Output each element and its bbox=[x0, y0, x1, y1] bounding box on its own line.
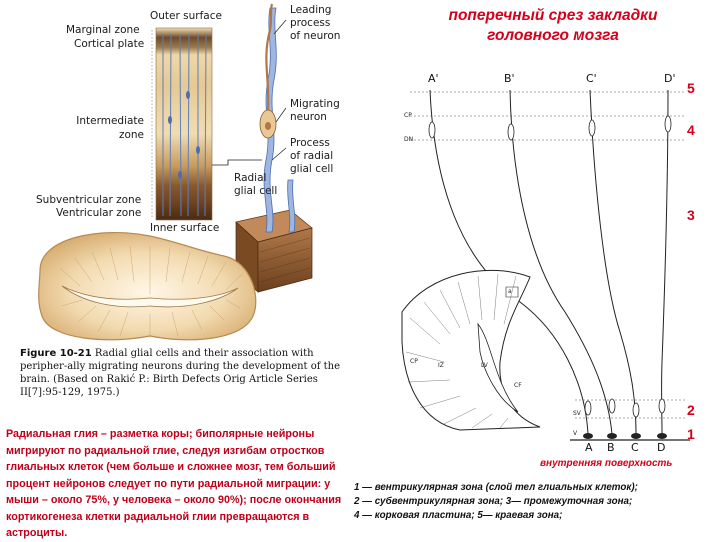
label-intermediate-zone-1: Intermediate bbox=[76, 115, 144, 127]
column-label-d-prime: D' bbox=[664, 72, 676, 85]
tag-cf: CF bbox=[514, 382, 522, 389]
tag-v: V bbox=[573, 430, 578, 437]
zone-lines bbox=[410, 91, 686, 419]
label-process-radial-3: glial cell bbox=[290, 163, 334, 175]
legend-line-2: 2 — субвентрикулярная зона; 3— промежуто… bbox=[354, 496, 633, 507]
zone-number-1: 1 bbox=[687, 426, 695, 442]
column-label-d: D bbox=[657, 441, 666, 454]
label-intermediate-zone-2: zone bbox=[118, 129, 144, 141]
zone-number-4: 4 bbox=[687, 122, 695, 138]
label-inner-surface: Inner surface bbox=[150, 222, 220, 234]
slide-title: поперечный срез закладки головного мозга bbox=[448, 7, 658, 44]
figure-caption: Figure 10-21 Radial glial cells and thei… bbox=[20, 347, 355, 399]
tag-iz: IZ bbox=[438, 362, 444, 369]
label-leading-process-2: process bbox=[290, 17, 331, 29]
column-label-c: C bbox=[631, 441, 639, 454]
tag-lv: LV bbox=[481, 362, 488, 369]
radial-glia-description: Радиальная глия – разметка коры; биполяр… bbox=[6, 428, 342, 539]
column-label-b-prime: B' bbox=[504, 72, 515, 85]
label-migrating-neuron-2: neuron bbox=[290, 111, 327, 123]
zone-number-5: 5 bbox=[687, 80, 695, 96]
label-radial-glial-2: glial cell bbox=[234, 185, 278, 197]
tag-sv: SV bbox=[573, 410, 581, 417]
figure-caption-text: Radial glial cells and their association… bbox=[20, 348, 341, 398]
glia-cell-bodies bbox=[583, 433, 667, 439]
label-migrating-neuron-1: Migrating bbox=[290, 98, 340, 110]
brain-cross-section bbox=[38, 231, 257, 341]
label-radial-glial-1: Radial bbox=[234, 172, 267, 184]
radial-glia-figure: Marginal zone Cortical plate Outer surfa… bbox=[0, 0, 360, 400]
column-label-b: B bbox=[607, 441, 615, 454]
label-cortical-plate: Cortical plate bbox=[74, 38, 145, 50]
column-label-a: A bbox=[585, 441, 593, 454]
legend-line-3: 4 — корковая пластина; 5— краевая зона; bbox=[354, 510, 563, 521]
label-marginal-zone: Marginal zone bbox=[66, 24, 140, 36]
label-ventricular-zone: Ventricular zone bbox=[56, 207, 142, 219]
column-label-a-prime: A' bbox=[428, 72, 439, 85]
migrating-neurons-right bbox=[428, 115, 672, 418]
label-subventricular-zone: Subventricular zone bbox=[36, 194, 142, 206]
legend-line-1: 1 — вентрикулярная зона (слой тел глиаль… bbox=[354, 482, 638, 493]
label-leading-process-1: Leading bbox=[290, 4, 332, 16]
tag-cp-section: CP bbox=[410, 358, 418, 365]
figure-number: Figure 10-21 bbox=[20, 348, 92, 359]
migrating-neuron bbox=[259, 3, 277, 139]
label-pointers bbox=[271, 19, 287, 161]
zone-number-2: 2 bbox=[687, 402, 695, 418]
column-label-c-prime: C' bbox=[586, 72, 597, 85]
callout-line bbox=[212, 159, 262, 166]
zone-legend: 1 — вентрикулярная зона (слой тел глиаль… bbox=[354, 481, 716, 523]
label-process-radial-2: of radial bbox=[290, 150, 334, 162]
radial-glia-illustration bbox=[38, 3, 313, 341]
cortex-column bbox=[151, 27, 213, 221]
tag-a: a bbox=[508, 288, 512, 295]
label-outer-surface: Outer surface bbox=[150, 10, 222, 22]
inner-surface-label: внутренняя поверхность bbox=[540, 458, 673, 469]
tag-cp-top: CP bbox=[404, 112, 412, 119]
tag-dn: DN bbox=[404, 136, 414, 143]
hemisphere-section bbox=[401, 269, 541, 431]
cross-section-figure bbox=[400, 62, 710, 452]
label-leading-process-3: of neuron bbox=[290, 30, 341, 42]
label-process-radial-1: Process bbox=[290, 137, 330, 149]
zone-number-3: 3 bbox=[687, 207, 695, 223]
cross-section-illustration bbox=[401, 89, 690, 441]
